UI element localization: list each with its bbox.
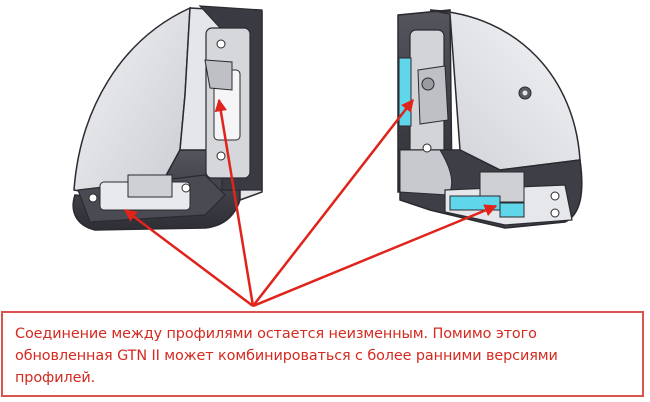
arrow-to-left-side — [214, 98, 255, 307]
pointer-arrows — [124, 98, 498, 308]
arrow-to-right-bottom — [252, 204, 498, 308]
arrow-to-right-side — [252, 99, 414, 307]
arrow-to-left-bottom — [124, 209, 254, 307]
callout-text: Соединение между профилями остается неиз… — [15, 326, 558, 386]
callout-box: Соединение между профилями остается неиз… — [1, 311, 644, 397]
corner-connector-right-icon — [397, 9, 583, 229]
